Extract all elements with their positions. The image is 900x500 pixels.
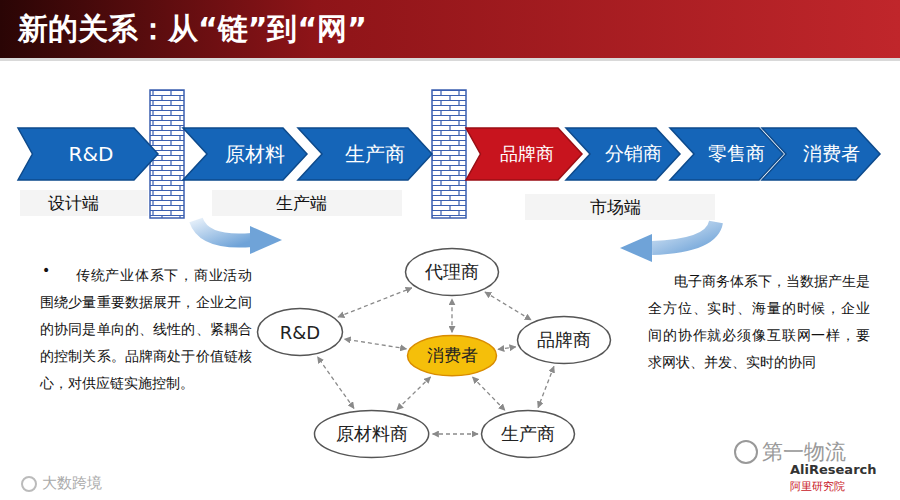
curved-arrow-head	[250, 226, 282, 254]
watermark-icon	[22, 477, 36, 491]
node-label: 零售商	[708, 141, 765, 167]
watermark-icon	[735, 441, 757, 463]
title-rule	[0, 58, 900, 61]
node-label: 品牌商	[537, 328, 591, 352]
chain-arrow: R&D	[18, 128, 158, 180]
node-label: 品牌商	[500, 142, 554, 166]
chain-arrow: 生产商	[298, 128, 432, 180]
node-label: 原材料商	[336, 422, 408, 446]
curved-arrow	[652, 222, 716, 248]
dashed-connector	[338, 288, 412, 317]
dashed-connector	[318, 357, 354, 409]
network-ellipse: 消费者	[406, 334, 498, 377]
label-text: 阿里研究院	[790, 479, 845, 494]
label-text: AliResearch	[790, 462, 877, 477]
curved-arrow-head	[620, 234, 652, 262]
node-label: 代理商	[425, 260, 479, 284]
node-label: 消费者	[803, 141, 860, 167]
label-text: 设计端	[48, 192, 99, 215]
label-text: 第一物流	[762, 438, 846, 466]
network-ellipse: R&D	[256, 307, 344, 357]
chain-arrow: 零售商	[670, 128, 783, 180]
chain-arrow: 品牌商	[466, 128, 582, 180]
title-text: 新的关系：从“链”到“网”	[18, 9, 367, 50]
node-label: 原材料	[225, 141, 285, 168]
dashed-connector	[498, 347, 516, 350]
chain-arrow: 分销商	[566, 128, 680, 180]
network-ellipse: 代理商	[404, 247, 500, 297]
node-label: 生产商	[345, 141, 405, 168]
label-band	[20, 190, 148, 216]
node-label: R&D	[69, 142, 114, 166]
label-band	[525, 194, 715, 220]
curved-arrow	[196, 220, 252, 241]
node-label: 生产商	[501, 422, 555, 446]
note-text: 电子商务体系下，当数据产生是全方位、实时、海量的时候，企业间的协作就必须像互联网…	[648, 268, 870, 376]
dashed-connector	[344, 339, 406, 349]
node-label: 分销商	[605, 141, 662, 167]
label-text: 生产端	[276, 192, 327, 215]
title-bar	[0, 0, 900, 58]
node-label: 消费者	[427, 344, 478, 367]
dashed-connector	[473, 377, 505, 410]
network-ellipse: 品牌商	[516, 315, 612, 365]
network-ellipse: 原材料商	[313, 409, 430, 459]
label-text: 市场端	[590, 196, 641, 219]
chain-arrow: 原材料	[183, 128, 307, 180]
dashed-connector	[451, 299, 452, 332]
chain-arrow: 消费者	[762, 128, 880, 180]
dashed-connector	[433, 433, 478, 434]
note-text: 传统产业体系下，商业活动围绕少量重要数据展开，企业之间的协同是单向的、线性的、紧…	[40, 262, 252, 397]
dashed-connector	[485, 292, 531, 320]
label-text: 大数跨境	[42, 474, 102, 493]
label-text: •	[42, 262, 50, 278]
dashed-connector	[538, 366, 554, 407]
label-band	[212, 190, 402, 216]
dashed-connector	[397, 377, 431, 410]
brick-wall	[432, 90, 466, 218]
node-label: R&D	[280, 322, 320, 343]
network-ellipse: 生产商	[480, 409, 576, 459]
